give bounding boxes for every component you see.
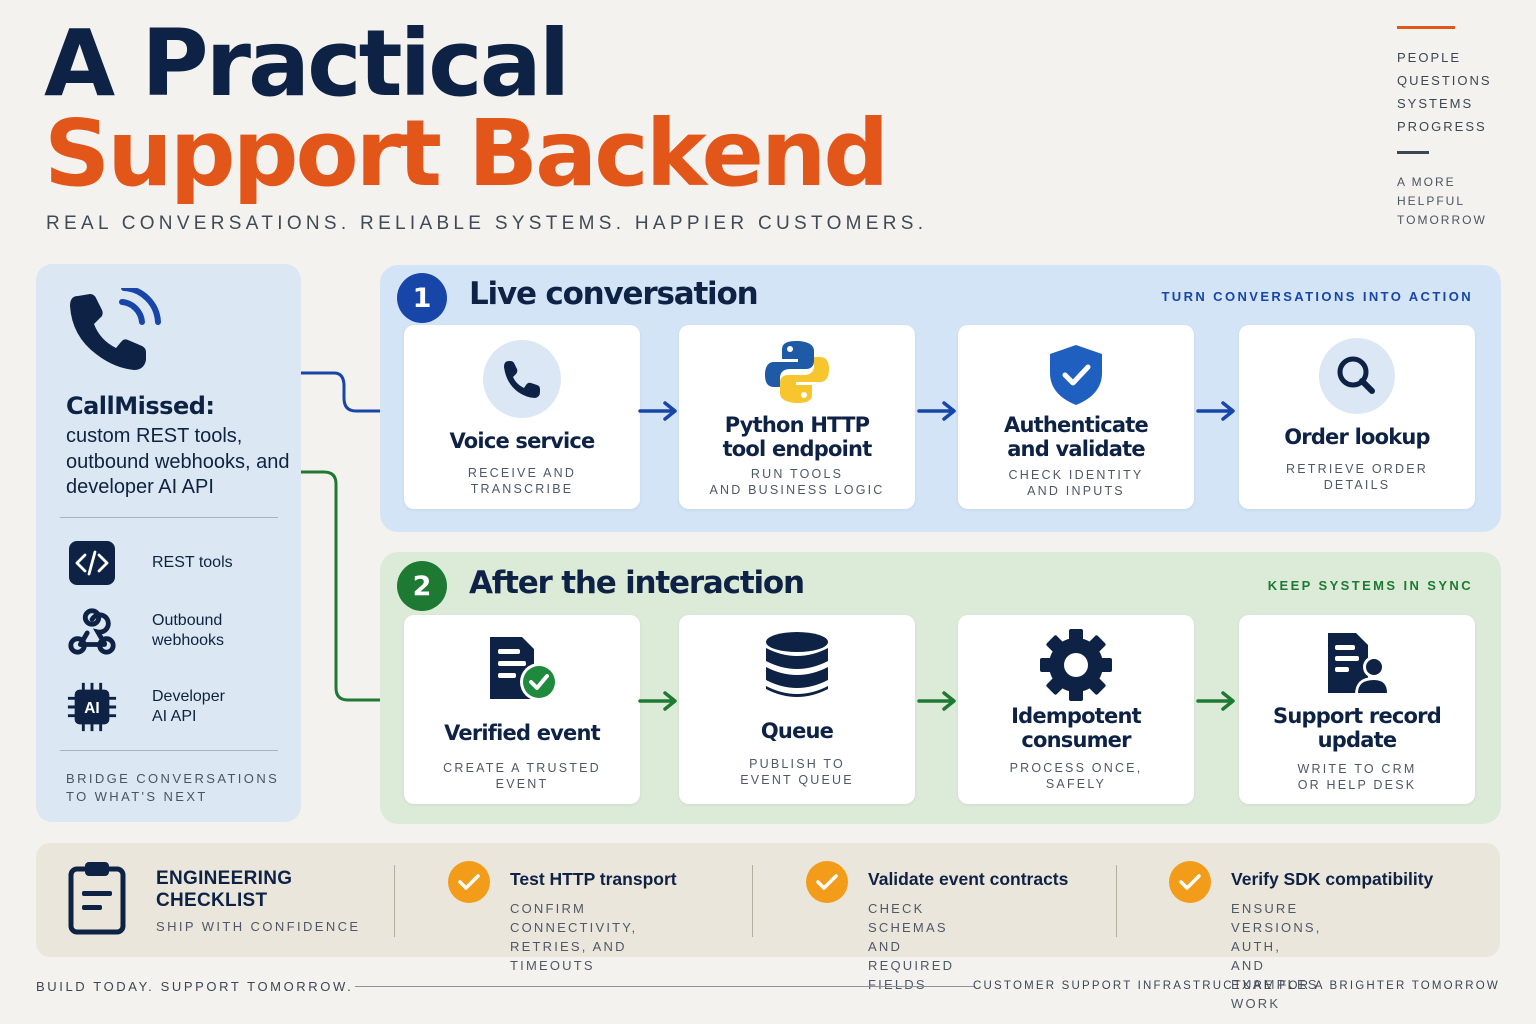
footer-line: BRIDGE CONVERSATIONS [66,771,280,786]
left-panel-footer: BRIDGE CONVERSATIONS TO WHAT'S NEXT [66,770,279,806]
feature-label: Outbound webhooks [152,612,225,649]
divider [60,517,278,518]
feature-developer-ai-api: AI Developer AI API [66,681,225,733]
card-python-endpoint: Python HTTP tool endpoint RUN TOOLS AND … [679,325,915,509]
card-title: Idempotent consumer [1011,704,1142,752]
card-title: Queue [760,719,834,743]
step-number: 2 [397,561,447,611]
left-panel-description: custom REST tools, outbound webhooks, an… [66,425,290,498]
section-tagline: TURN CONVERSATIONS INTO ACTION [1161,289,1473,304]
checklist-title: ENGINEERING CHECKLIST [156,868,293,911]
engineering-checklist: ENGINEERING CHECKLIST SHIP WITH CONFIDEN… [36,843,1500,1011]
python-icon [679,339,915,405]
checklist-item-title: Verify SDK compatibility [1231,869,1434,889]
feature-rest-tools: REST tools [66,537,233,589]
arrow-icon [638,401,677,421]
checklist-item-subtitle: CHECK SCHEMAS AND REQUIRED FIELDS [868,901,955,992]
arrow-icon [1196,691,1235,711]
ai-chip-icon: AI [66,681,118,733]
card-title: Voice service [449,429,595,453]
side-note-line: HELPFUL [1397,194,1466,208]
card-subtitle: WRITE TO CRM OR HELP DESK [1297,762,1417,792]
arrow-icon [917,691,956,711]
card-subtitle: RECEIVE AND TRANSCRIBE [467,466,577,496]
database-icon [679,631,915,701]
header-tagline: REAL CONVERSATIONS. RELIABLE SYSTEMS. HA… [46,213,928,234]
checklist-item-title: Test HTTP transport [510,869,677,889]
card-subtitle: PROCESS ONCE, SAFELY [1009,761,1143,791]
user-record-icon [1239,631,1475,695]
section-title: Live conversation [469,276,759,312]
side-nav-item-people: PEOPLE [1397,50,1462,65]
phone-signal-icon [66,285,164,383]
side-nav-item-systems: SYSTEMS [1397,96,1474,111]
divider [394,865,395,937]
card-order-lookup: Order lookup RETRIEVE ORDER DETAILS [1239,325,1475,509]
accent-rule [1397,26,1455,29]
side-note-line: A MORE [1397,175,1456,189]
section-live-conversation: 1 Live conversation TURN CONVERSATIONS I… [380,265,1501,532]
section-after-interaction: 2 After the interaction KEEP SYSTEMS IN … [380,552,1501,824]
gear-icon [958,627,1194,703]
step-number: 1 [397,273,447,323]
footer-rule [355,986,975,987]
card-title: Support record update [1273,704,1442,752]
card-subtitle: CHECK IDENTITY AND INPUTS [1008,468,1144,498]
card-idempotent-consumer: Idempotent consumer PROCESS ONCE, SAFELY [958,615,1194,804]
card-title: Order lookup [1284,425,1430,449]
footer-left: BUILD TODAY. SUPPORT TOMORROW. [36,979,354,994]
svg-text:AI: AI [84,700,99,717]
feature-label: REST tools [152,554,233,571]
card-title: Python HTTP tool endpoint [722,413,873,461]
arrow-icon [917,401,956,421]
title-line-2: Support Backend [44,100,889,207]
checklist-item-subtitle: CONFIRM CONNECTIVITY, RETRIES, AND TIMEO… [510,901,638,973]
side-nav: PEOPLE QUESTIONS SYSTEMS PROGRESS [1397,46,1527,138]
verified-document-icon [404,635,640,703]
webhook-icon [66,605,118,657]
card-voice-service: Voice service RECEIVE AND TRANSCRIBE [404,325,640,509]
checklist-subtitle: SHIP WITH CONFIDENCE [156,919,361,934]
clipboard-icon [68,859,126,940]
search-icon [1239,337,1475,415]
side-note-line: TOMORROW [1397,213,1487,227]
checklist-item-title: Validate event contracts [868,869,1069,889]
footer-line: TO WHAT'S NEXT [66,789,208,804]
footer-right: CUSTOMER SUPPORT INFRASTRUCTURE FOR A BR… [973,980,1500,992]
card-subtitle: CREATE A TRUSTED EVENT [443,761,601,791]
card-title: Authenticate and validate [1004,413,1149,461]
title-line-1: A Practical [44,10,570,117]
side-note: A MORE HELPFUL TOMORROW [1397,173,1527,230]
card-verified-event: Verified event CREATE A TRUSTED EVENT [404,615,640,804]
card-subtitle: RUN TOOLS AND BUSINESS LOGIC [709,467,885,497]
side-nav-item-questions: QUESTIONS [1397,73,1492,88]
card-queue: Queue PUBLISH TO EVENT QUEUE [679,615,915,804]
arrow-icon [638,691,677,711]
section-title: After the interaction [469,565,805,601]
feature-label: Developer AI API [152,688,225,725]
card-support-record: Support record update WRITE TO CRM OR HE… [1239,615,1475,804]
left-panel: CallMissed: custom REST tools, outbound … [36,264,301,822]
card-authenticate: Authenticate and validate CHECK IDENTITY… [958,325,1194,509]
shield-check-icon [958,343,1194,407]
card-subtitle: RETRIEVE ORDER DETAILS [1286,462,1428,492]
feature-outbound-webhooks: Outbound webhooks [66,605,224,657]
side-nav-item-progress: PROGRESS [1397,119,1487,134]
left-panel-title: CallMissed: [66,392,215,420]
card-subtitle: PUBLISH TO EVENT QUEUE [740,757,854,787]
check-circle-icon [448,861,490,903]
divider [1116,865,1117,937]
divider-rule [1397,151,1429,154]
arrow-icon [1196,401,1235,421]
divider [752,865,753,937]
card-title: Verified event [444,721,601,745]
code-icon [66,537,118,589]
divider [60,750,278,751]
checklist-item-subtitle: ENSURE VERSIONS, AUTH, AND EXAMPLES WORK [1231,901,1322,1011]
phone-icon [404,339,640,419]
section-tagline: KEEP SYSTEMS IN SYNC [1267,578,1473,593]
check-circle-icon [806,861,848,903]
check-circle-icon [1169,861,1211,903]
